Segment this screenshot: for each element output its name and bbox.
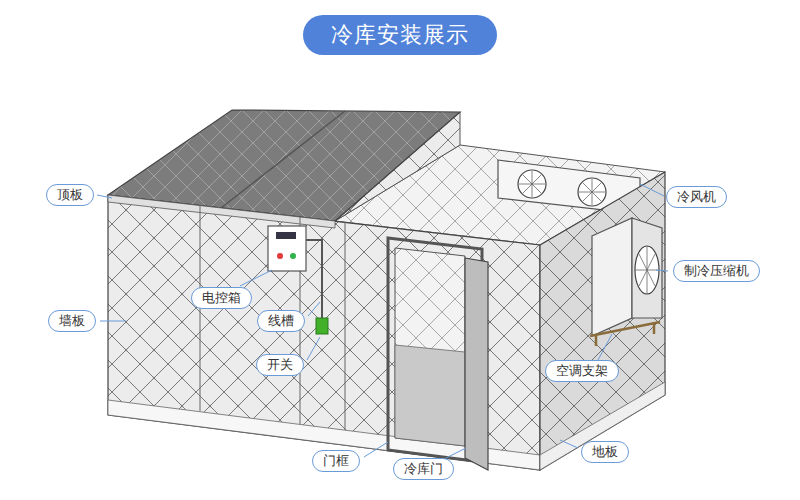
bracket-symbol <box>590 322 660 346</box>
callout-label: 门框 <box>312 450 360 473</box>
leader-line <box>640 184 664 196</box>
title-pill: 冷库安装展示 <box>303 15 497 56</box>
callout-label: 空调支架 <box>545 360 619 383</box>
evaporator-fan <box>578 178 606 206</box>
label-text: 冷风机 <box>677 189 716 204</box>
control-box <box>268 226 306 271</box>
label-text: 线槽 <box>268 313 294 328</box>
leader-line <box>656 270 668 271</box>
front-wall <box>108 195 540 470</box>
callout-label: 线槽 <box>257 310 305 333</box>
label-text: 顶板 <box>57 187 83 202</box>
label-text: 地板 <box>592 444 618 459</box>
label-text: 冷库门 <box>404 461 443 476</box>
floor-edge <box>540 382 665 470</box>
leader-line <box>240 270 272 286</box>
indicator-light <box>290 253 296 259</box>
leader-line <box>598 334 612 360</box>
label-text: 开关 <box>267 357 293 372</box>
label-text: 制冷压缩机 <box>684 263 749 278</box>
callout-label: 地板 <box>581 441 629 464</box>
evaporator-fan <box>518 170 546 198</box>
leader-line <box>100 321 126 322</box>
leader-line <box>308 302 320 316</box>
fan-blades <box>635 246 659 294</box>
side-wall <box>540 172 665 470</box>
condenser-front <box>592 218 632 336</box>
title-text: 冷库安装展示 <box>331 22 469 47</box>
callout-label: 冷库门 <box>393 458 454 481</box>
door-opening <box>395 248 465 446</box>
cable-tray <box>306 240 322 318</box>
label-text: 墙板 <box>59 313 85 328</box>
leader-line <box>307 337 320 360</box>
callout-label: 墙板 <box>48 310 96 333</box>
condenser-fan <box>635 246 659 294</box>
label-text: 空调支架 <box>556 363 608 378</box>
callout-label: 开关 <box>256 354 304 377</box>
door-leaf <box>465 258 488 470</box>
leader-line <box>560 440 578 448</box>
inner-floor <box>395 345 465 446</box>
leader-line <box>364 442 388 457</box>
label-text: 电控箱 <box>202 290 241 305</box>
leader-line <box>446 448 466 458</box>
callout-label: 顶板 <box>46 184 94 207</box>
condenser-side <box>632 218 662 318</box>
panel-seam <box>345 222 346 430</box>
roof-edge <box>108 195 335 228</box>
callout-label: 冷风机 <box>666 186 727 209</box>
fan-blades <box>519 171 545 197</box>
label-text: 门框 <box>323 453 349 468</box>
callout-label: 制冷压缩机 <box>673 260 760 283</box>
callout-label: 电控箱 <box>191 287 252 310</box>
fan-blades <box>579 179 605 205</box>
roof-seam <box>221 111 345 208</box>
indicator-light <box>277 253 283 259</box>
switch-symbol <box>316 318 328 334</box>
control-display <box>276 232 296 239</box>
leader-line <box>97 195 112 198</box>
